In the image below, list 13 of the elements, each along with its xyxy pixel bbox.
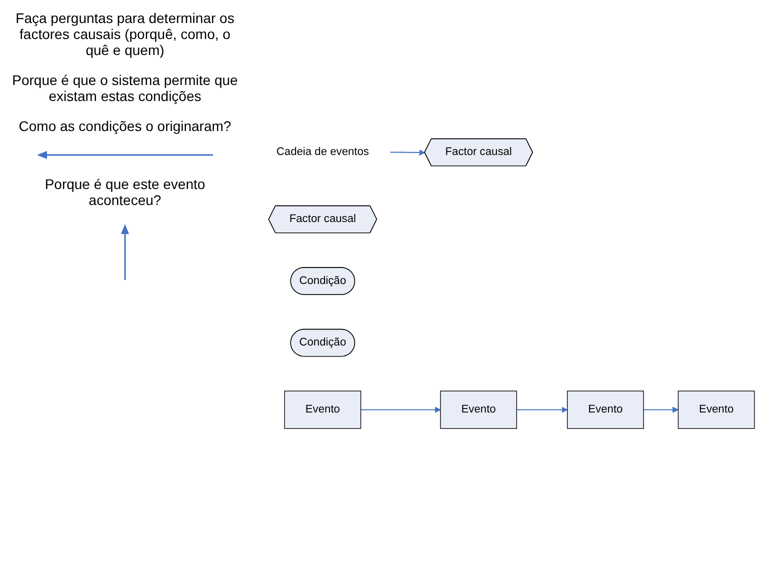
node-box: Evento	[678, 390, 755, 429]
node-box: Evento	[566, 390, 644, 429]
arrow	[644, 406, 678, 413]
note-text: Porque é que o sistema permite que existam estas condições	[11, 72, 239, 104]
arrow	[516, 406, 568, 413]
arrow	[390, 149, 426, 156]
note-text: Faça perguntas para determinar os factores causais (porquê, como, o quê e quem)	[14, 10, 236, 58]
arrow	[360, 406, 441, 413]
note-text: Porque é que este evento aconteceu?	[44, 176, 206, 208]
note-text: Como as condições o originaram?	[18, 118, 232, 134]
node-box: Evento	[440, 390, 518, 429]
node-box: Evento	[284, 390, 362, 429]
node-text: Cadeia de eventos	[276, 146, 369, 158]
